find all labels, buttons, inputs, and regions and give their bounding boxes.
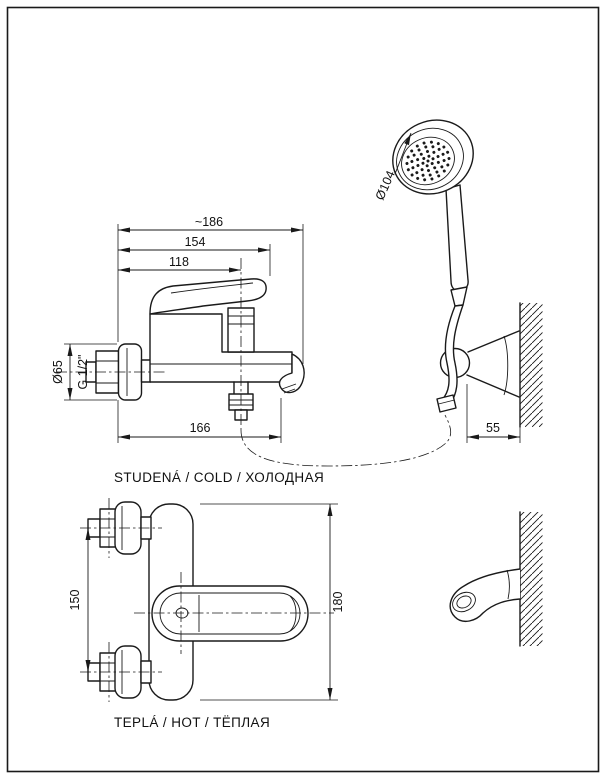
holder-opening — [452, 591, 476, 613]
dim-shower-head-diameter: Ø104 — [373, 169, 398, 203]
shower-handset — [240, 119, 520, 467]
dim-inlet-spacing: 150 — [68, 590, 82, 611]
dimension-lines — [67, 132, 520, 700]
mixer-body — [149, 313, 293, 383]
aerator-lines — [281, 383, 297, 394]
wall-section-top — [519, 302, 543, 428]
wall-section-bottom — [519, 511, 543, 647]
shower-head — [392, 119, 474, 195]
hot-water-label: TEPLÁ / HOT / ТЁПЛАЯ — [114, 715, 270, 730]
hose-end-nut — [436, 394, 457, 413]
side-view-mixer — [85, 278, 305, 421]
lever-highlight — [170, 282, 254, 294]
dim-spout-reach: 166 — [190, 421, 211, 435]
dim-bracket-depth: 55 — [486, 421, 500, 435]
dim-escutcheon-diameter: Ø65 — [51, 360, 65, 384]
lever-top-view — [151, 585, 309, 642]
top-view-mixer — [87, 501, 309, 701]
dim-handle-width: 154 — [185, 235, 206, 249]
spray-nozzle-dots — [405, 140, 451, 182]
cold-water-label: STUDENÁ / COLD / ХОЛОДНАЯ — [114, 470, 324, 485]
page-border — [6, 6, 600, 773]
dim-connection-thread: G 1/2" — [76, 354, 90, 389]
handset-handle — [445, 184, 469, 292]
hose-connection-path — [240, 414, 452, 467]
dim-shower-outlet-offset: 118 — [169, 255, 189, 269]
wall-bracket-cone — [466, 330, 520, 398]
hose-connector-cone — [450, 286, 468, 307]
dim-overall-width: ~186 — [195, 215, 223, 229]
spout — [278, 353, 305, 394]
lever-handle — [149, 278, 267, 315]
dim-body-width: 180 — [331, 592, 345, 613]
bracket-side-view — [449, 568, 521, 623]
centerlines — [56, 258, 334, 702]
